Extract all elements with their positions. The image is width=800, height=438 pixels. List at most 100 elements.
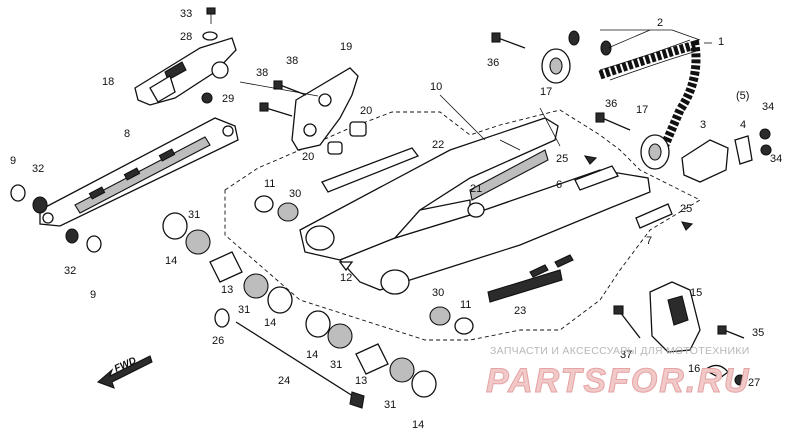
- bolt-25-mid: [681, 221, 694, 231]
- callout-19: 19: [340, 41, 352, 53]
- nut-26: [214, 308, 230, 328]
- nut-34-bottom: [760, 144, 772, 156]
- callout-11b: 11: [460, 299, 471, 311]
- callout-27: 27: [748, 377, 760, 389]
- nut-29: [201, 92, 213, 104]
- callout-32a: 32: [32, 163, 44, 175]
- plate-22: [321, 147, 420, 193]
- callout-13b: 13: [355, 375, 367, 387]
- adjuster-3: [681, 139, 729, 183]
- callout-23: 23: [514, 305, 526, 317]
- callout-6: 6: [556, 179, 562, 191]
- chain-slider-arm: [39, 117, 239, 227]
- callout-3: 3: [700, 119, 706, 131]
- callout-33: 33: [180, 8, 192, 20]
- bolt-36-mid: [595, 112, 631, 131]
- callout-36b: 36: [605, 98, 617, 110]
- chain-guide-top: [134, 37, 237, 106]
- callout-1: 1: [718, 36, 724, 48]
- callout-36a: 36: [487, 57, 499, 69]
- callout-34a: 34: [762, 101, 774, 113]
- collars-20: [327, 121, 367, 155]
- callout-30b: 30: [432, 287, 444, 299]
- fwd-arrow: FWD: [96, 355, 153, 389]
- bushing-14-d: [411, 370, 437, 398]
- bushing-14-c: [305, 310, 331, 338]
- ring-2b: [600, 40, 612, 56]
- seal-31-c: [327, 323, 353, 349]
- callout-35: 35: [752, 327, 764, 339]
- watermark-tagline: ЗАПЧАСТИ И АКСЕССУАРЫ ДЛЯ МОТОТЕХНИКИ: [490, 345, 750, 357]
- callout-38b: 38: [256, 67, 268, 79]
- pivot-bolt-24: [235, 321, 365, 409]
- callout-37: 37: [620, 349, 632, 361]
- decal-23: [487, 269, 563, 303]
- callout-16: 16: [688, 363, 700, 375]
- clip-16: [703, 364, 729, 379]
- seal-30-bottom: [429, 306, 451, 326]
- callout-24: 24: [278, 375, 290, 387]
- callout-14a: 14: [165, 255, 177, 267]
- callout-25a: 25: [556, 153, 568, 165]
- chain-guide-15: [649, 281, 701, 353]
- callout-20a: 20: [360, 105, 372, 117]
- callout-7: 7: [646, 235, 652, 247]
- callout-32b: 32: [64, 265, 76, 277]
- ring-2a: [568, 30, 580, 46]
- callout-31a: 31: [188, 209, 200, 221]
- callout-29: 29: [222, 93, 234, 105]
- bearing-11-bottom: [454, 317, 474, 335]
- callout-22: 22: [432, 139, 444, 151]
- bushing-14-b: [267, 286, 293, 314]
- washer-32-top: [32, 196, 48, 214]
- callout-14b: 14: [264, 317, 276, 329]
- assembly-boundary: [224, 109, 701, 341]
- callout-15: 15: [690, 287, 702, 299]
- plate-6: [574, 165, 619, 191]
- plate-4: [734, 135, 753, 165]
- callout-13a: 13: [221, 284, 233, 296]
- bolt-37: [613, 305, 641, 339]
- bracket-19: [291, 67, 359, 151]
- seal-31-b: [243, 273, 269, 299]
- callout-14c: 14: [306, 349, 318, 361]
- marker-12: [338, 261, 354, 272]
- seal-30-top: [277, 202, 299, 222]
- nut-9-top: [10, 184, 26, 202]
- callout-34b: 34: [770, 153, 782, 165]
- seal-31-d: [389, 357, 415, 383]
- leader-lines: [239, 29, 712, 151]
- callout-21: 21: [470, 183, 482, 195]
- bolt-35: [717, 325, 745, 339]
- callout-28: 28: [180, 31, 192, 43]
- washer-32-bottom: [65, 228, 79, 244]
- callout-14d: 14: [412, 419, 424, 431]
- callout-31d: 31: [384, 399, 396, 411]
- callout-8: 8: [124, 128, 130, 140]
- callout-20b: 20: [302, 151, 314, 163]
- bolt-33: [206, 7, 216, 24]
- sleeve-13-lower: [355, 343, 389, 375]
- callout-31b: 31: [238, 304, 250, 316]
- nut-34-top: [759, 128, 771, 140]
- collar-21: [467, 202, 485, 218]
- callout-4: 4: [740, 119, 746, 131]
- watermark-brand: PARTSFOR.RU: [486, 362, 750, 400]
- callout-17b: 17: [636, 104, 648, 116]
- seal-31-a: [185, 229, 211, 255]
- bolt-25-top: [583, 155, 598, 165]
- sleeve-13: [209, 251, 243, 283]
- callout-5: (5): [736, 90, 749, 102]
- bushing-14-a: [162, 212, 188, 240]
- callout-38a: 38: [286, 55, 298, 67]
- washer-28: [202, 31, 218, 41]
- callout-12: 12: [340, 272, 352, 284]
- callout-9b: 9: [90, 289, 96, 301]
- callout-9a: 9: [10, 155, 16, 167]
- drive-chain-1: [598, 39, 701, 147]
- callout-11a: 11: [264, 178, 275, 190]
- callout-10: 10: [430, 81, 442, 93]
- callout-25b: 25: [680, 203, 692, 215]
- callout-labels: 1 2 3 4 (5) 6 7 8 9 9 10 11 11 12 13 13 …: [10, 8, 782, 431]
